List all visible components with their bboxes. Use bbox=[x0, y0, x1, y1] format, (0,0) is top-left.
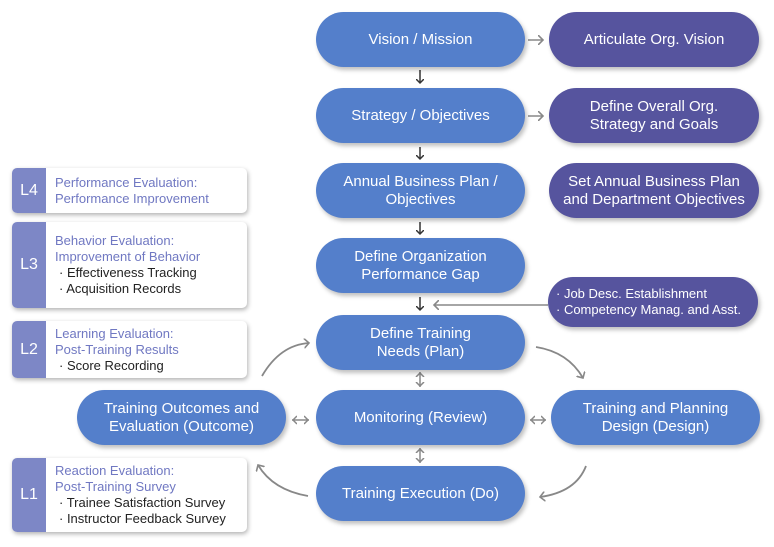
node-text: Define Overall Org. bbox=[589, 97, 719, 115]
level-title: Post-Training Results bbox=[55, 342, 179, 357]
level-box-l1: L1 Reaction Evaluation: Post-Training Su… bbox=[12, 458, 247, 532]
node-articulate-vision: Articulate Org. Vision bbox=[549, 12, 759, 67]
level-tag: L4 bbox=[12, 168, 46, 213]
level-title: Behavior Evaluation: bbox=[55, 233, 175, 248]
node-text: Objectives bbox=[385, 190, 456, 208]
node-text: Annual Business Plan / bbox=[343, 172, 498, 190]
node-monitoring: Monitoring (Review) bbox=[316, 390, 525, 445]
node-text: Evaluation (Outcome) bbox=[108, 417, 255, 435]
level-title: Performance Evaluation: bbox=[55, 175, 198, 190]
node-job-competency-input: · Job Desc. Establishment · Competency M… bbox=[548, 277, 758, 327]
node-text: Define Organization bbox=[354, 247, 487, 265]
node-text: Needs (Plan) bbox=[376, 342, 465, 360]
level-box-l3: L3 Behavior Evaluation: Improvement of B… bbox=[12, 222, 247, 308]
input-item: · Competency Manag. and Asst. bbox=[556, 302, 741, 317]
arrow-execution-outcome bbox=[258, 465, 309, 497]
level-title: Improvement of Behavior bbox=[55, 249, 201, 264]
level-title: Reaction Evaluation: bbox=[55, 463, 175, 478]
level-title: Performance Improvement bbox=[55, 191, 209, 206]
level-item: · Trainee Satisfaction Survey bbox=[59, 495, 226, 510]
level-item: · Instructor Feedback Survey bbox=[59, 511, 226, 526]
node-text: Vision / Mission bbox=[368, 30, 473, 48]
level-title: Learning Evaluation: bbox=[55, 326, 174, 341]
node-text: Performance Gap bbox=[361, 265, 480, 283]
node-strategy-objectives: Strategy / Objectives bbox=[316, 88, 525, 143]
input-item: · Job Desc. Establishment bbox=[556, 286, 708, 301]
level-item: · Effectiveness Tracking bbox=[59, 265, 197, 280]
node-text: Design (Design) bbox=[601, 417, 710, 435]
arrow-design-execution bbox=[540, 465, 587, 497]
arrow-outcome-needs bbox=[261, 343, 309, 377]
node-training-execution: Training Execution (Do) bbox=[316, 466, 525, 521]
node-text: Strategy and Goals bbox=[589, 115, 719, 133]
node-text: Set Annual Business Plan bbox=[568, 172, 740, 190]
level-tag: L2 bbox=[12, 321, 46, 378]
node-text: Define Training bbox=[370, 324, 471, 342]
node-text: Articulate Org. Vision bbox=[583, 30, 725, 48]
node-text: Training Execution (Do) bbox=[341, 484, 499, 502]
node-annual-business-plan: Annual Business Plan /Objectives bbox=[316, 163, 525, 218]
node-define-strategy-goals: Define Overall Org.Strategy and Goals bbox=[549, 88, 759, 143]
level-tag: L1 bbox=[12, 458, 46, 532]
level-tag: L3 bbox=[12, 222, 46, 308]
arrow-needs-design bbox=[535, 346, 583, 378]
level-title: Post-Training Survey bbox=[55, 479, 176, 494]
node-text: Strategy / Objectives bbox=[351, 106, 490, 124]
node-vision-mission: Vision / Mission bbox=[316, 12, 525, 67]
level-box-l4: L4 Performance Evaluation: Performance I… bbox=[12, 168, 247, 213]
level-box-l2: L2 Learning Evaluation: Post-Training Re… bbox=[12, 321, 247, 378]
node-text: Training and Planning bbox=[582, 399, 729, 417]
level-item: · Score Recording bbox=[59, 358, 164, 373]
node-text: Monitoring (Review) bbox=[353, 408, 488, 426]
node-text: Training Outcomes and bbox=[103, 399, 260, 417]
node-text: and Department Objectives bbox=[563, 190, 745, 208]
level-item: · Acquisition Records bbox=[59, 281, 182, 296]
